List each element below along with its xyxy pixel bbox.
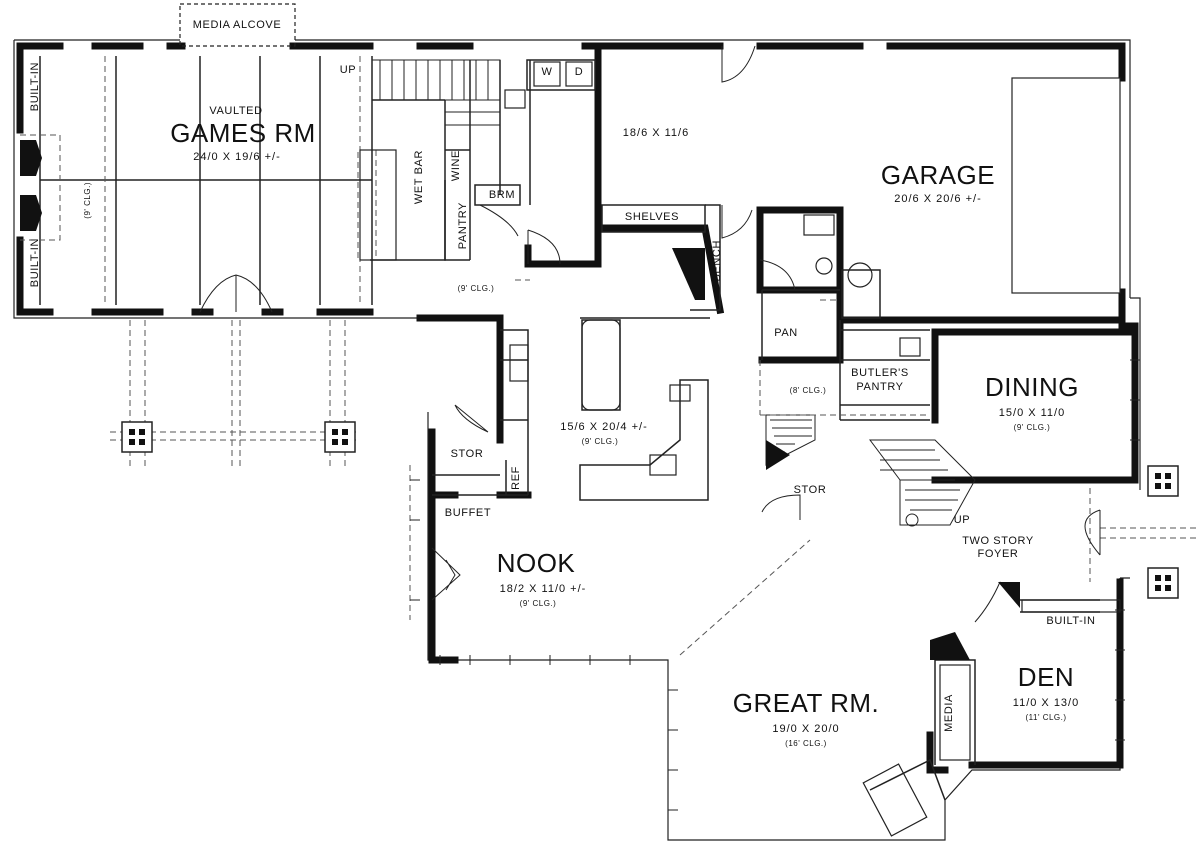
post-right-bottom xyxy=(1147,567,1179,599)
solid-fills xyxy=(20,140,1020,660)
post-right-top xyxy=(1147,465,1179,497)
built-in-top-label: BUILT-IN xyxy=(29,62,41,112)
bathtub-toilet xyxy=(803,214,835,236)
window-ticks xyxy=(410,359,1140,811)
water-heater xyxy=(847,262,873,288)
porch-posts xyxy=(121,421,1179,599)
cooktop xyxy=(649,454,677,476)
dryer xyxy=(565,61,593,87)
garage-door xyxy=(1011,77,1121,294)
games-rm-dim: 24/0 X 19/6 +/- xyxy=(193,151,281,163)
bench-label: BENCH xyxy=(711,240,723,282)
bar-counter xyxy=(359,149,397,261)
buffet-label: BUFFET xyxy=(444,507,492,519)
washer-label: W xyxy=(541,66,553,78)
fireplace xyxy=(862,763,928,837)
washer xyxy=(533,61,561,87)
stairs xyxy=(371,59,976,527)
games-rm-note: VAULTED xyxy=(209,105,263,117)
brm-label: BRM xyxy=(488,189,516,201)
doors xyxy=(199,45,1101,623)
great-rm-dim: 19/0 X 20/0 xyxy=(772,723,840,735)
pantry-sink xyxy=(899,337,921,357)
media-label: MEDIA xyxy=(943,694,955,732)
kitchen-hall-clg: (9' CLG.) xyxy=(457,284,495,293)
great-rm-name: GREAT RM. xyxy=(732,688,880,718)
den-dim: 11/0 X 13/0 xyxy=(1012,697,1080,709)
garage-name: GARAGE xyxy=(880,160,996,190)
foyer-line2: FOYER xyxy=(977,548,1019,560)
great-rm-clg: (16' CLG.) xyxy=(785,739,827,748)
dryer-label: D xyxy=(574,66,584,78)
garage-dim: 20/6 X 20/6 +/- xyxy=(894,193,982,205)
wet-bar-sink xyxy=(504,89,526,109)
walls xyxy=(16,42,1139,774)
dining-dim: 15/0 X 11/0 xyxy=(998,407,1066,419)
bar-sink xyxy=(669,384,691,402)
up-stair-label: UP xyxy=(339,64,357,76)
garage-bay-dim: 18/6 X 11/6 xyxy=(622,127,690,139)
den-name: DEN xyxy=(1017,662,1075,692)
fixtures xyxy=(179,3,1121,837)
games-rm-name: GAMES RM xyxy=(170,118,316,148)
ref-label: REF xyxy=(510,466,522,490)
bath-sink xyxy=(815,257,833,275)
butlers-pantry-clg: (8' CLG.) xyxy=(789,386,827,395)
den-built-in xyxy=(1021,599,1121,613)
foyer-up-label: UP xyxy=(953,514,971,526)
pan-label: PAN xyxy=(774,327,798,339)
nook-name: NOOK xyxy=(496,548,576,578)
media-cabinet xyxy=(939,664,971,761)
foyer-line1: TWO STORY xyxy=(962,535,1034,547)
kitchen-dim: 15/6 X 20/4 +/- xyxy=(560,421,648,433)
post-mid xyxy=(324,421,356,453)
wine-label: WINE xyxy=(450,150,462,182)
interior-lines xyxy=(39,56,1100,801)
dining-name: DINING xyxy=(985,372,1079,402)
kitchen-island xyxy=(581,319,621,411)
wet-bar-label: WET BAR xyxy=(413,150,425,205)
den-built-in-label: BUILT-IN xyxy=(1046,615,1096,627)
media-alcove-label: MEDIA ALCOVE xyxy=(192,19,282,31)
den-clg: (11' CLG.) xyxy=(1025,713,1067,722)
shelves-label: SHELVES xyxy=(624,211,680,223)
butlers-pantry-line1: BUTLER'S xyxy=(851,367,909,379)
media-alcove-box xyxy=(179,3,296,47)
kitchen-clg: (9' CLG.) xyxy=(581,437,619,446)
games-rm-clg-side: (9' CLG.) xyxy=(83,182,92,219)
stor-center-label: STOR xyxy=(793,484,827,496)
dining-clg: (9' CLG.) xyxy=(1013,423,1051,432)
built-in-bottom-label: BUILT-IN xyxy=(29,238,41,288)
nook-dim: 18/2 X 11/0 +/- xyxy=(499,583,587,595)
kitchen-sink xyxy=(509,344,529,382)
pantry-label: PANTRY xyxy=(457,202,469,250)
post-left xyxy=(121,421,153,453)
nook-clg: (9' CLG.) xyxy=(519,599,557,608)
butlers-pantry-line2: PANTRY xyxy=(856,381,904,393)
stor-left-label: STOR xyxy=(450,448,484,460)
